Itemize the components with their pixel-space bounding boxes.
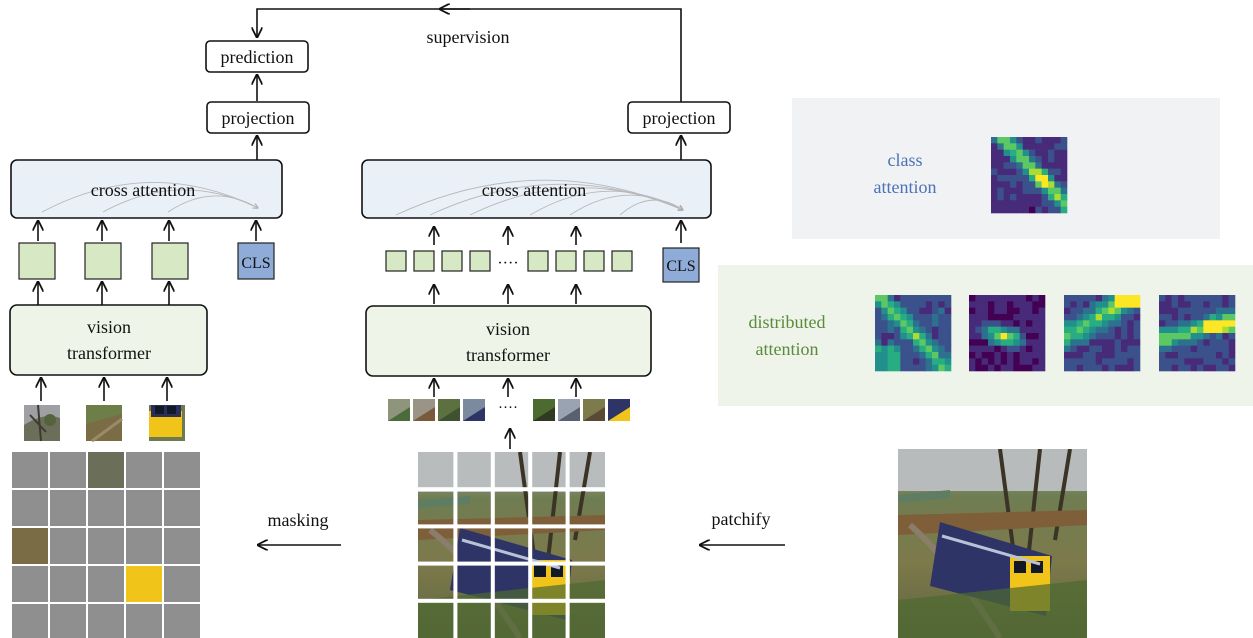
patch-grid-lines: [418, 452, 605, 638]
masked-patch: [12, 490, 48, 526]
masked-patch: [164, 604, 200, 638]
class-attention-label-line2: attention: [874, 177, 937, 197]
vision-transformer-left-line1: vision: [87, 317, 131, 337]
projection-right-box: [627, 101, 731, 134]
distributed-attention-heatmap-3: [1064, 295, 1141, 372]
class-attention-label-line1: class: [888, 150, 923, 170]
small-patch-4: [463, 399, 485, 421]
token-right-7: [583, 250, 605, 272]
supervision-loop: supervision: [257, 8, 682, 102]
masked-patch: [12, 566, 48, 602]
masked-patch: [126, 528, 162, 564]
masked-patch: [164, 566, 200, 602]
distributed-attention-heatmap-1: [875, 295, 952, 372]
small-patch-6: [558, 399, 580, 421]
masked-patch: [88, 490, 124, 526]
masked-patch: [164, 528, 200, 564]
cls-token-right-label: CLS: [666, 258, 695, 275]
token-right-5: [527, 250, 549, 272]
distributed-attention-label-line2: attention: [756, 339, 819, 359]
cross-attention-left-label: cross attention: [91, 180, 195, 200]
patch-sequence: [388, 399, 630, 421]
masked-patch: [88, 566, 124, 602]
masked-patch: [50, 452, 86, 488]
patch-ellipsis: ····: [498, 400, 518, 416]
small-patch-1: [388, 399, 410, 421]
vision-transformer-right-line2: transformer: [466, 345, 550, 365]
vision-transformer-right-box: [365, 305, 652, 377]
masked-patch: [88, 528, 124, 564]
small-patch-3: [438, 399, 460, 421]
unmasked-patch: [126, 566, 162, 602]
prediction-label: prediction: [221, 47, 294, 67]
class-attention-heatmap: [991, 137, 1068, 214]
token-right-1: [385, 250, 407, 272]
visible-patch-3: [149, 405, 185, 441]
masking-label: masking: [268, 510, 329, 530]
projection-right-label: projection: [643, 108, 716, 128]
left-branch: prediction projection cross attention CL…: [9, 40, 310, 638]
small-patch-2: [413, 399, 435, 421]
masked-patch: [126, 490, 162, 526]
distributed-attention-heatmap-2: [969, 295, 1046, 372]
token-left-2: [84, 242, 122, 280]
masked-patch: [126, 452, 162, 488]
masked-patch: [50, 566, 86, 602]
visible-patch-1: [24, 404, 60, 442]
visible-patch-2: [86, 405, 123, 443]
supervision-arrow: [257, 8, 682, 102]
unmasked-patch: [12, 528, 48, 564]
token-left-3: [151, 242, 189, 280]
token-right-6: [555, 250, 577, 272]
cls-token-right: [662, 247, 700, 283]
supervision-label: supervision: [427, 27, 510, 47]
cls-token-left-label: CLS: [241, 255, 270, 272]
patchify-step: patchify: [700, 509, 785, 545]
patchified-image: [418, 452, 605, 638]
prediction-box: [205, 40, 309, 73]
token-right-3: [441, 250, 463, 272]
masked-patch: [164, 490, 200, 526]
token-ellipsis: ····: [497, 255, 518, 272]
token-right-8: [611, 250, 633, 272]
masked-patch: [50, 490, 86, 526]
masked-patch: [50, 528, 86, 564]
vision-transformer-left-box: [9, 304, 208, 376]
masked-patch: [50, 604, 86, 638]
token-left-1: [18, 242, 56, 280]
cross-attention-right-label: cross attention: [482, 180, 586, 200]
cls-token-left: [237, 242, 275, 280]
cross-attention-left-box: [10, 159, 283, 219]
masked-patch: [12, 604, 48, 638]
token-row-right: [385, 250, 633, 272]
class-attention-panel: class attention: [792, 98, 1220, 239]
masked-patch: [164, 452, 200, 488]
patchify-label: patchify: [712, 509, 771, 529]
distributed-attention-heatmap-4: [1159, 295, 1236, 372]
distributed-attention-label-line1: distributed: [749, 312, 826, 332]
unmasked-patch: [88, 452, 124, 488]
vision-transformer-left-line2: transformer: [67, 343, 151, 363]
small-patch-5: [533, 399, 555, 421]
input-image: [898, 449, 1087, 638]
token-right-2: [413, 250, 435, 272]
distributed-attention-panel: distributed attention: [718, 265, 1253, 406]
masked-patch: [88, 604, 124, 638]
cross-attention-right-box: [361, 159, 712, 219]
right-branch: projection cross attention ···· CLS visi…: [361, 101, 731, 449]
vision-transformer-right-line1: vision: [486, 319, 530, 339]
projection-left-label: projection: [222, 108, 295, 128]
projection-left-box: [206, 101, 310, 134]
masked-patch: [12, 452, 48, 488]
masking-step: masking: [258, 510, 341, 545]
token-right-4: [469, 250, 491, 272]
small-patch-8: [608, 399, 630, 421]
masked-patch: [126, 604, 162, 638]
small-patch-7: [583, 399, 605, 421]
masked-patch-grid: [12, 452, 200, 638]
